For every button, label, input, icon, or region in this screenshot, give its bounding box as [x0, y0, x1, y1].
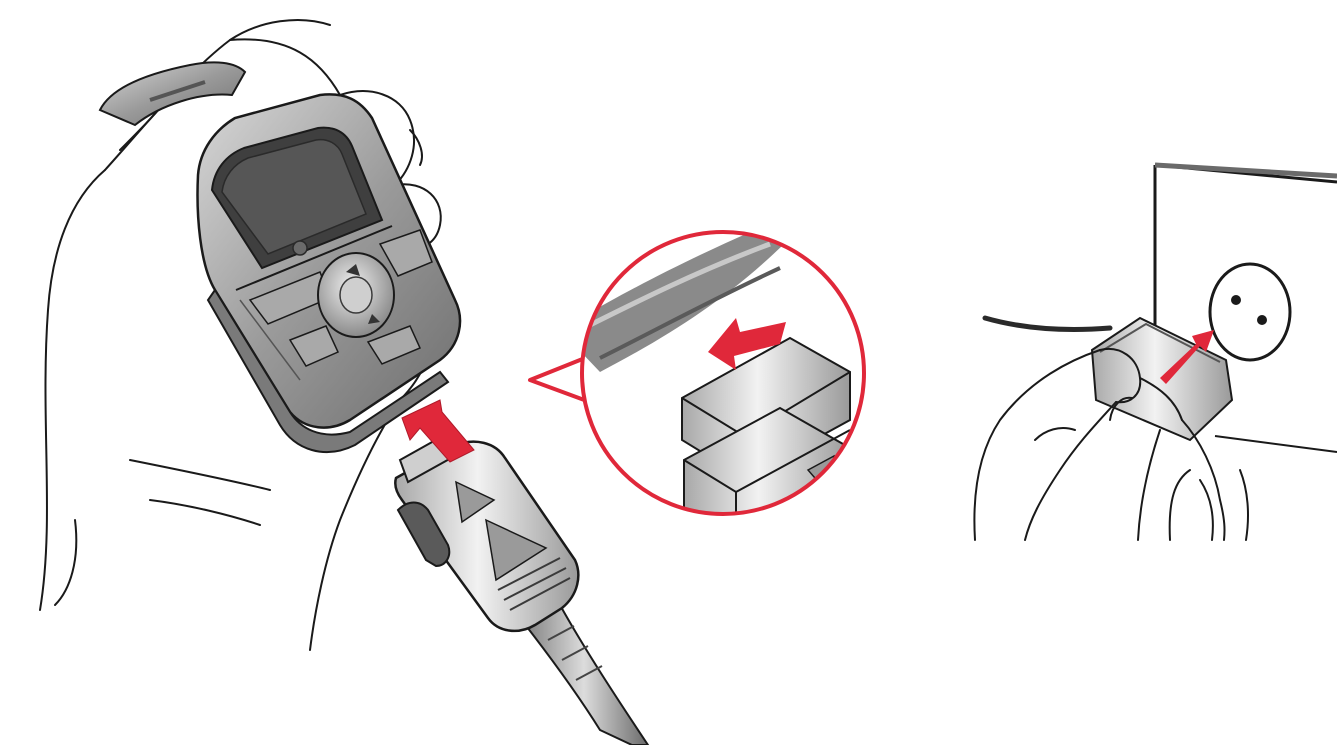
- connector-magnified-callout: [530, 228, 870, 520]
- mobile-phone: [100, 62, 460, 452]
- charger-connector: [395, 432, 648, 745]
- wall-socket: [1210, 264, 1290, 360]
- brand-logo-icon: [293, 241, 307, 255]
- wall-outlet-panel: [974, 165, 1337, 540]
- adapter-cord: [985, 318, 1110, 330]
